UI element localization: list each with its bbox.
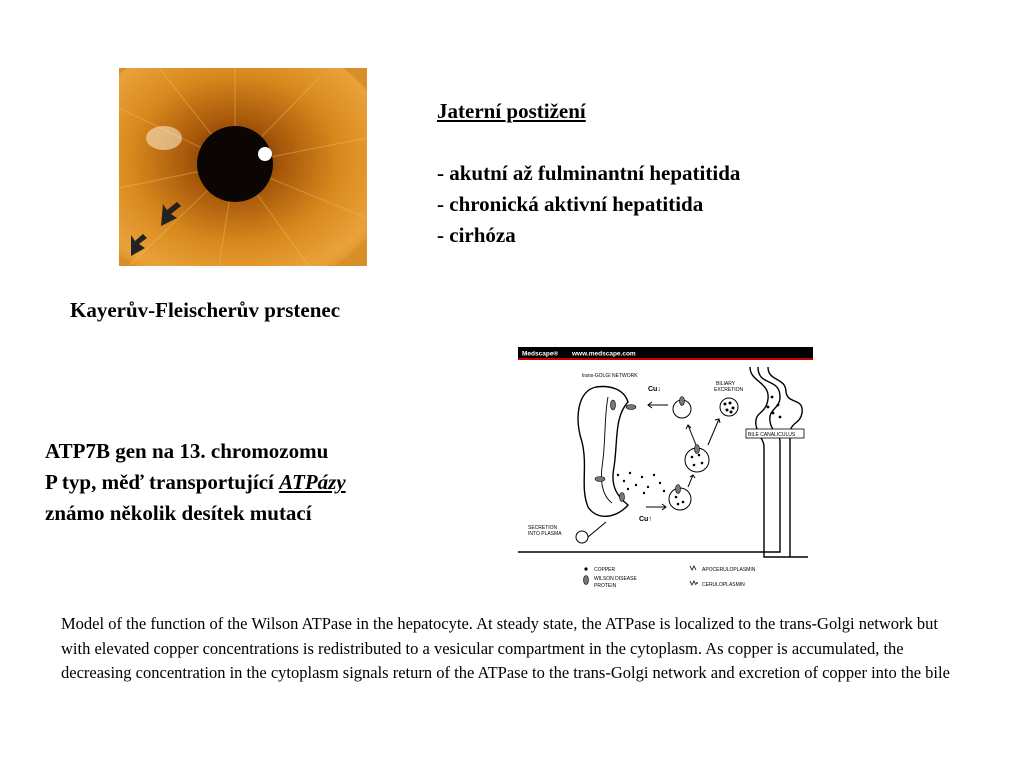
- golgi-inner: [601, 396, 613, 504]
- canaliculus-wall-left: [749, 366, 808, 558]
- legend-copper: COPPER: [594, 567, 616, 573]
- wilson-atpase-diagram: Medscape® www.medscape.com trans-GOLGI N…: [518, 347, 813, 597]
- eye-caption: Kayerův-Fleischerův prstenec: [70, 298, 341, 322]
- bile-vesicle: [719, 397, 739, 417]
- legend-ceruloplasmin: CERULOPLASMIN: [702, 582, 745, 588]
- secreted-vesicle: [575, 530, 589, 544]
- golgi-outline: [577, 385, 629, 517]
- secretion-label-2: INTO PLASMA: [528, 531, 562, 537]
- copper-legend-icon: [584, 567, 588, 571]
- cell-membrane: [518, 366, 781, 553]
- liver-item: - chronická aktivní hepatitida: [437, 192, 704, 216]
- diagram-header-bar: [518, 347, 813, 358]
- liver-item: - cirhóza: [437, 223, 516, 247]
- bile-canaliculus-box: [745, 428, 805, 439]
- wilson-protein-legend-icon: [583, 575, 589, 585]
- medscape-brand: Medscape®: [522, 350, 558, 358]
- tgn-label: trans-GOLGI NETWORK: [582, 373, 638, 379]
- biliary-label-1: BILIARY: [716, 381, 736, 387]
- apoceruloplasmin-icon: [689, 565, 697, 571]
- bile-canaliculus-label: BILE CANALICULUS: [748, 432, 796, 438]
- legend-wilson-1: WILSON DISEASE: [594, 576, 637, 582]
- liver-section: Jaterní postižení - akutní až fulminantn…: [437, 96, 740, 251]
- liver-item: - akutní až fulminantní hepatitida: [437, 161, 741, 185]
- figure-caption: Model of the function of the Wilson ATPa…: [61, 614, 950, 682]
- biliary-label-2: EXCRETION: [714, 387, 744, 393]
- secretion-label-1: SECRETION: [528, 525, 558, 531]
- gene-section: ATP7B gen na 13. chromozomu P typ, měď t…: [45, 436, 346, 529]
- atpase-emphasis: ATPázy: [279, 470, 346, 494]
- ceruloplasmin-icon: [689, 580, 697, 586]
- legend-apoceruloplasmin: APOCERULOPLASMIN: [702, 567, 756, 573]
- cu-up-label: Cu↑: [639, 516, 652, 523]
- gene-line-2-text: P typ, měď transportující: [45, 470, 280, 494]
- gene-line-2: P typ, měď transportující ATPázy: [45, 467, 346, 498]
- gene-line-1: ATP7B gen na 13. chromozomu: [45, 439, 329, 463]
- medscape-url: www.medscape.com: [571, 351, 636, 358]
- gene-line-3: známo několik desítek mutací: [45, 501, 312, 525]
- canaliculus-wall: [767, 366, 803, 557]
- liver-title: Jaterní postižení: [437, 99, 586, 123]
- cu-down-label: Cu↓: [648, 386, 661, 393]
- legend-wilson-2: PROTEIN: [594, 583, 617, 589]
- eye-photo: [119, 68, 367, 266]
